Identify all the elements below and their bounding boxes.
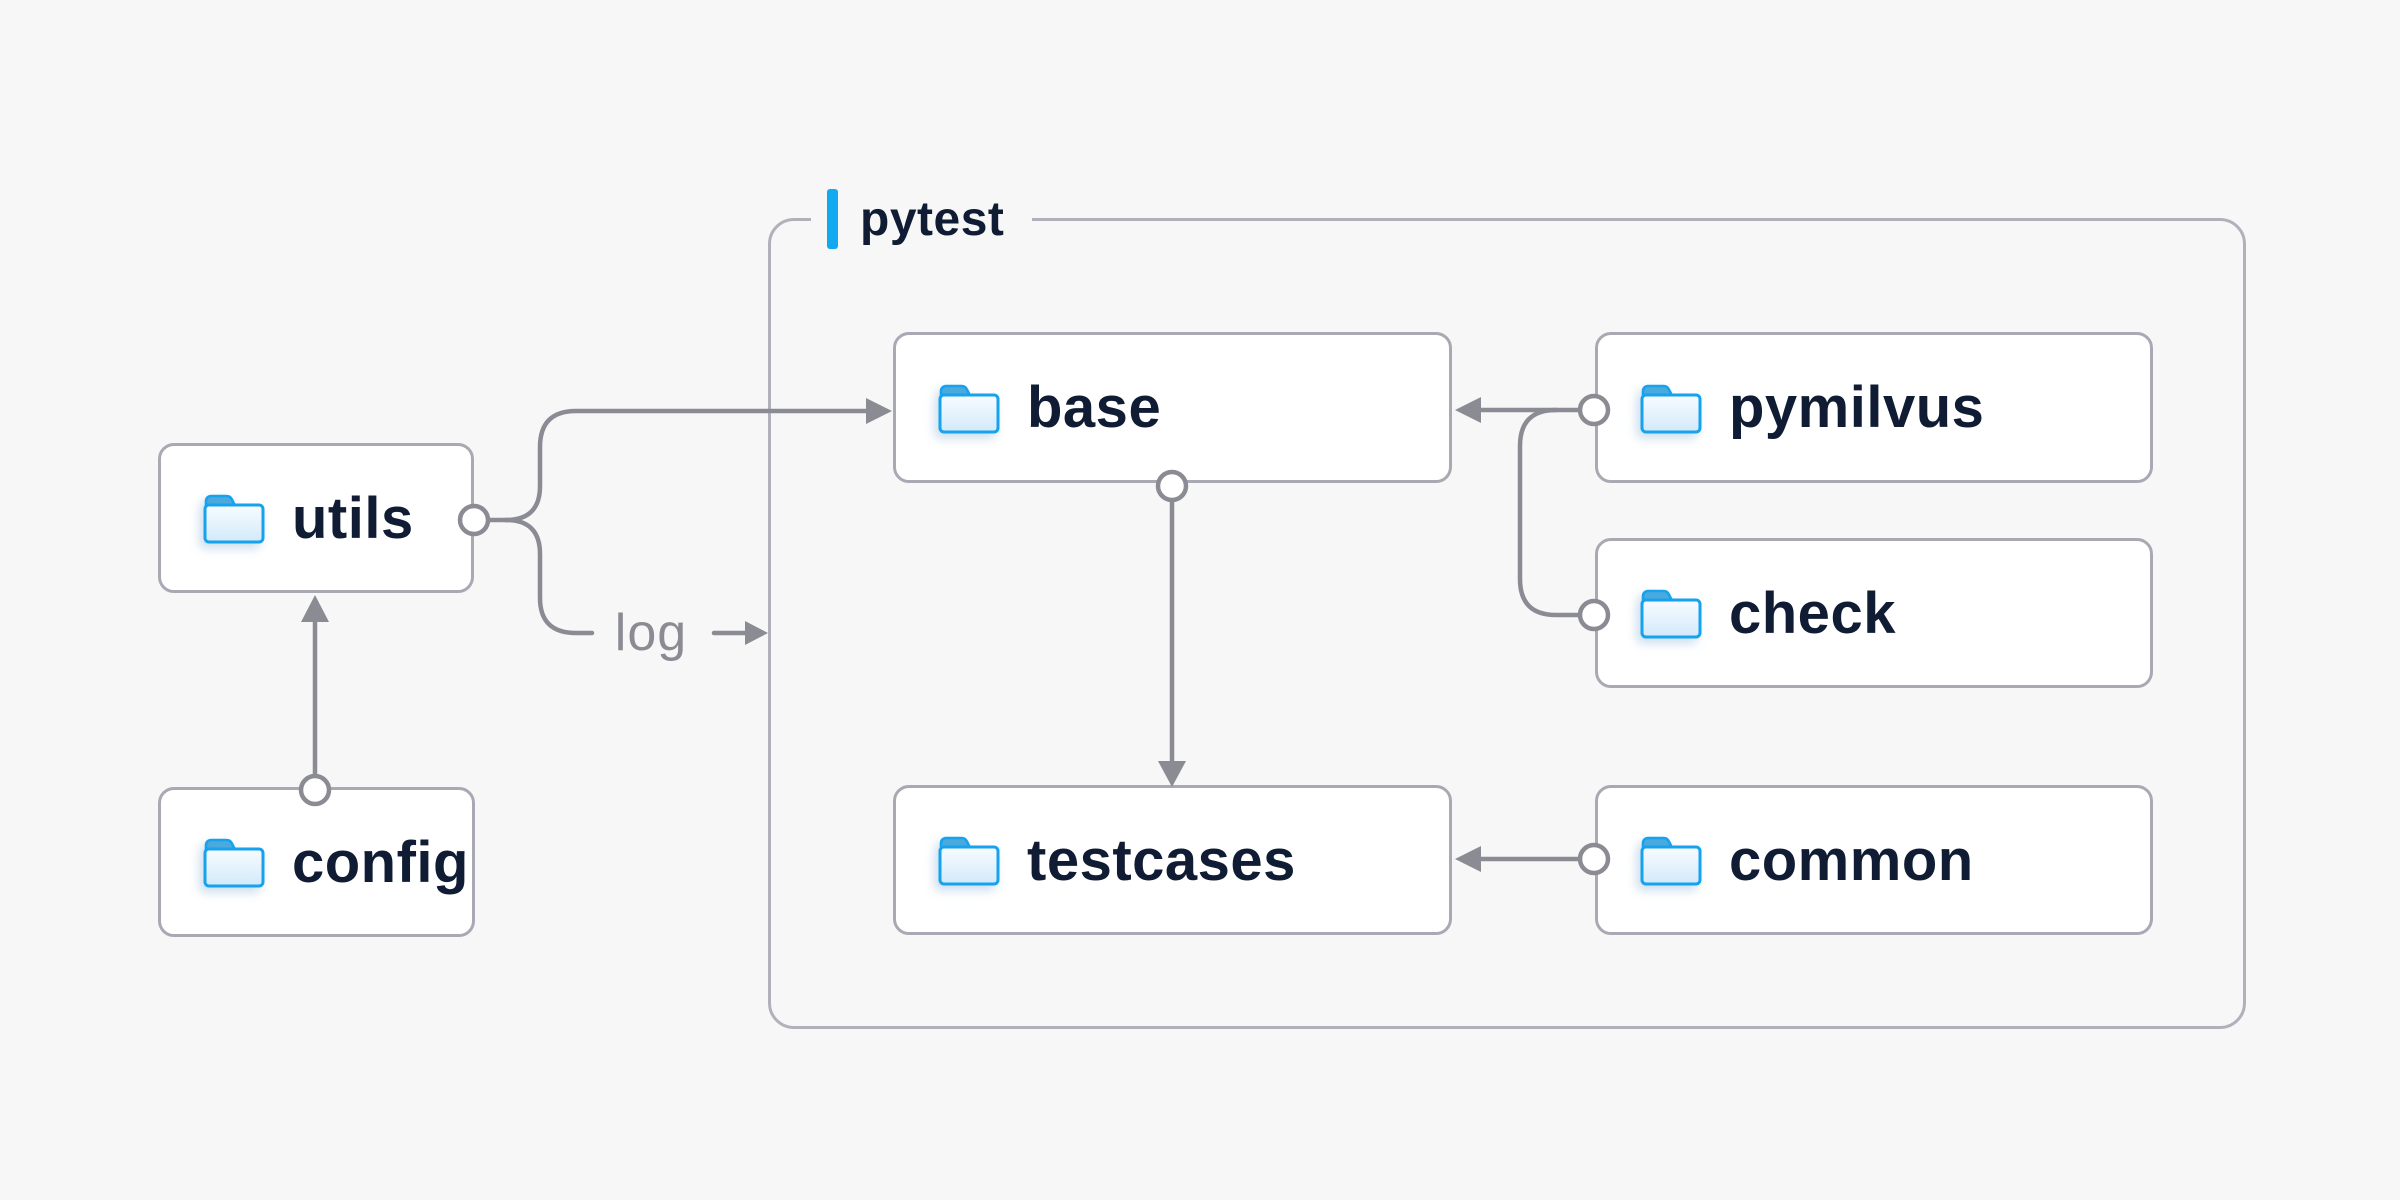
- node-pymilvus: pymilvus: [1595, 332, 2153, 483]
- arrowhead-up-icon: [301, 595, 329, 622]
- arrowhead-right-icon: [745, 621, 768, 645]
- edge-config-to-utils: [301, 595, 329, 779]
- folder-icon: [938, 384, 1000, 433]
- pytest-group-frame: pytest: [768, 186, 2246, 1029]
- node-utils: utils: [158, 443, 474, 593]
- folder-icon: [1640, 836, 1702, 886]
- node-label: pymilvus: [1729, 375, 1985, 440]
- node-base: base: [893, 332, 1452, 483]
- node-check: check: [1595, 538, 2153, 688]
- node-common: common: [1595, 785, 2153, 935]
- node-testcases: testcases: [893, 785, 1452, 935]
- node-label: testcases: [1027, 827, 1296, 893]
- log-edge-label: log: [614, 604, 688, 662]
- label-accent-bar: [827, 189, 838, 249]
- node-label: config: [292, 829, 469, 895]
- folder-icon: [1640, 384, 1702, 433]
- node-label: utils: [292, 485, 414, 551]
- node-label: check: [1729, 580, 1896, 646]
- folder-icon: [203, 494, 265, 544]
- node-label: common: [1729, 827, 1974, 893]
- pytest-group-label-text: pytest: [860, 192, 1005, 246]
- folder-icon: [938, 836, 1000, 886]
- folder-icon: [1640, 589, 1702, 639]
- pytest-group-label: pytest: [811, 186, 1033, 252]
- node-label: base: [1027, 375, 1162, 440]
- folder-icon: [203, 838, 265, 888]
- node-config: config: [158, 787, 475, 937]
